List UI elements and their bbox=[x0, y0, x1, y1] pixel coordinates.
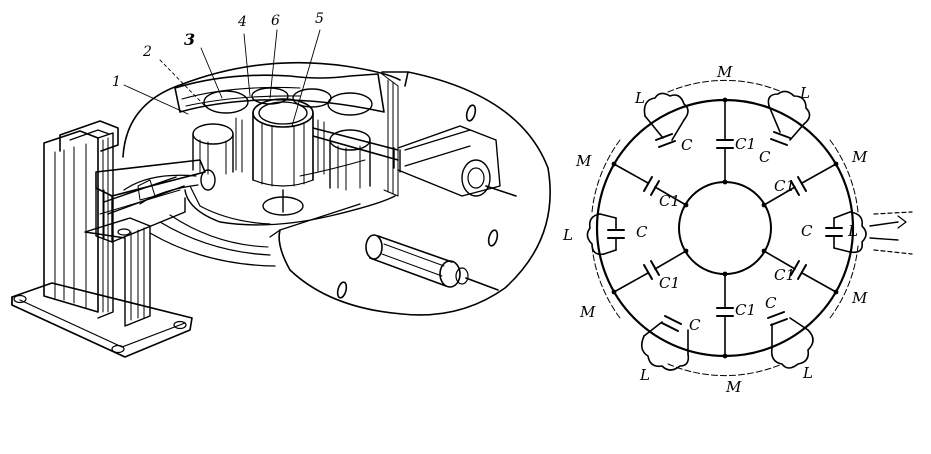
label-C1-lower-left: C1 bbox=[659, 274, 680, 292]
label-C-upper-right: C bbox=[759, 148, 771, 166]
coupling-arc-upper-right bbox=[829, 139, 859, 213]
part-label-5: 5 bbox=[315, 11, 324, 27]
cavity-floor bbox=[184, 159, 396, 226]
cavity-housing bbox=[122, 61, 551, 316]
output-coupler bbox=[312, 125, 517, 197]
mounting-holes bbox=[336, 104, 499, 299]
lc-tank-right bbox=[825, 211, 913, 255]
label-M-bottom: M bbox=[725, 378, 742, 396]
part-label-4: 4 bbox=[237, 14, 247, 30]
resonator-posts bbox=[192, 87, 373, 213]
label-M-lower-left: M bbox=[579, 303, 596, 321]
circuit-schematic: M M M M M M L L L L L L C C C C C C C1 C… bbox=[562, 63, 913, 396]
lc-tank-lower-left bbox=[640, 315, 690, 371]
lc-tank-upper-left bbox=[643, 92, 689, 148]
label-C1-lower-right: C1 bbox=[774, 266, 795, 284]
label-M-top: M bbox=[716, 63, 733, 81]
label-L-lower-left: L bbox=[639, 366, 650, 384]
part-label-6: 6 bbox=[271, 13, 280, 29]
part-label-1: 1 bbox=[112, 74, 121, 90]
label-C-upper-left: C bbox=[681, 136, 693, 154]
label-L-lower-right: L bbox=[802, 364, 813, 382]
part-label-3: 3 bbox=[184, 30, 195, 49]
label-C1-bottom: C1 bbox=[735, 301, 756, 319]
lc-tank-lower-right bbox=[767, 311, 814, 369]
coupling-arc-lower-left bbox=[591, 245, 621, 319]
part-label-2: 2 bbox=[142, 44, 152, 60]
coupling-arc-bottom bbox=[667, 363, 783, 377]
lc-tank-left bbox=[586, 213, 625, 256]
label-C-lower-right: C bbox=[765, 294, 777, 312]
detached-cylinder bbox=[365, 234, 499, 291]
lc-tanks bbox=[586, 90, 913, 371]
leader-lines bbox=[123, 29, 321, 127]
label-C1-upper-left: C1 bbox=[659, 192, 680, 210]
label-C-lower-left: C bbox=[689, 316, 701, 334]
label-C1-top: C1 bbox=[735, 135, 756, 153]
label-L-upper-right: L bbox=[799, 84, 810, 102]
label-M-upper-left: M bbox=[575, 152, 592, 170]
schematic-labels: M M M M M M L L L L L L C C C C C C C1 C… bbox=[562, 63, 868, 396]
cutaway-drawing: 1 2 3 4 6 5 bbox=[11, 11, 551, 358]
stand-base-plate bbox=[11, 282, 193, 358]
label-L-upper-left: L bbox=[634, 89, 645, 107]
coupling-arc-lower-right bbox=[829, 245, 859, 319]
coupling-arc-top bbox=[667, 79, 783, 93]
label-M-lower-right: M bbox=[851, 289, 868, 307]
label-C-left: C bbox=[636, 223, 648, 241]
label-C1-upper-right: C1 bbox=[774, 177, 795, 195]
stand-post bbox=[43, 120, 151, 327]
part-labels: 1 2 3 4 6 5 bbox=[112, 11, 324, 90]
coupling-arc-upper-left bbox=[591, 139, 621, 213]
lc-tank-upper-right bbox=[767, 90, 811, 146]
inner-electrode bbox=[678, 181, 772, 275]
label-L-right: L bbox=[847, 222, 858, 240]
label-C-right: C bbox=[801, 222, 813, 240]
label-L-left: L bbox=[562, 226, 573, 244]
radial-capacitors bbox=[611, 97, 839, 359]
label-M-upper-right: M bbox=[851, 148, 868, 166]
